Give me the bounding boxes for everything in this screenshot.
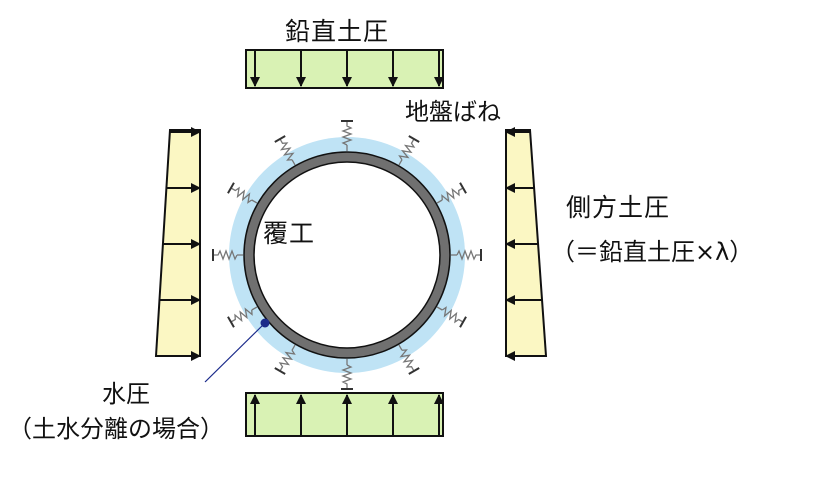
spring-icon: [274, 135, 296, 166]
vertical-earth-pressure-label: 鉛直土圧: [285, 17, 390, 46]
pointer-dot: [260, 318, 270, 328]
pointer-leader-line: [204, 322, 266, 383]
vertical-load-bottom: [245, 392, 444, 437]
ring-band: [244, 152, 450, 358]
water-pressure-label: 水圧: [102, 380, 150, 408]
spring-icon: [398, 344, 420, 375]
ring-core: [245, 153, 449, 357]
lateral-load-left: [154, 127, 201, 361]
water-pressure-pointer: [204, 318, 270, 383]
spring-icon: [212, 249, 243, 261]
ring-outer-edge: [243, 151, 451, 359]
lining-ring: [243, 151, 451, 359]
spring-icon: [436, 182, 467, 204]
vertical-load-block-top: [245, 49, 444, 89]
lateral-load-right: [505, 127, 548, 361]
water-pressure-note: （土水分離の場合）: [8, 415, 224, 443]
ground-spring-label: 地盤ばね: [405, 98, 501, 126]
vertical-load-top: [245, 49, 444, 89]
spring-icon: [341, 359, 353, 390]
spring-icon: [341, 120, 353, 151]
spring-icon: [227, 306, 258, 328]
ground-springs: [212, 120, 482, 390]
lining-label: 覆工: [263, 219, 316, 248]
spring-icon: [451, 249, 482, 261]
spring-icon: [227, 182, 258, 204]
vertical-load-block-bottom: [245, 392, 444, 437]
lateral-earth-pressure-formula: （＝鉛直土圧×λ）: [551, 238, 754, 266]
ring-inner-edge: [253, 161, 441, 349]
lateral-earth-pressure-label: 側方土圧: [566, 193, 671, 222]
spring-icon: [436, 306, 467, 328]
spring-icon: [398, 135, 420, 166]
spring-icon: [274, 344, 296, 375]
